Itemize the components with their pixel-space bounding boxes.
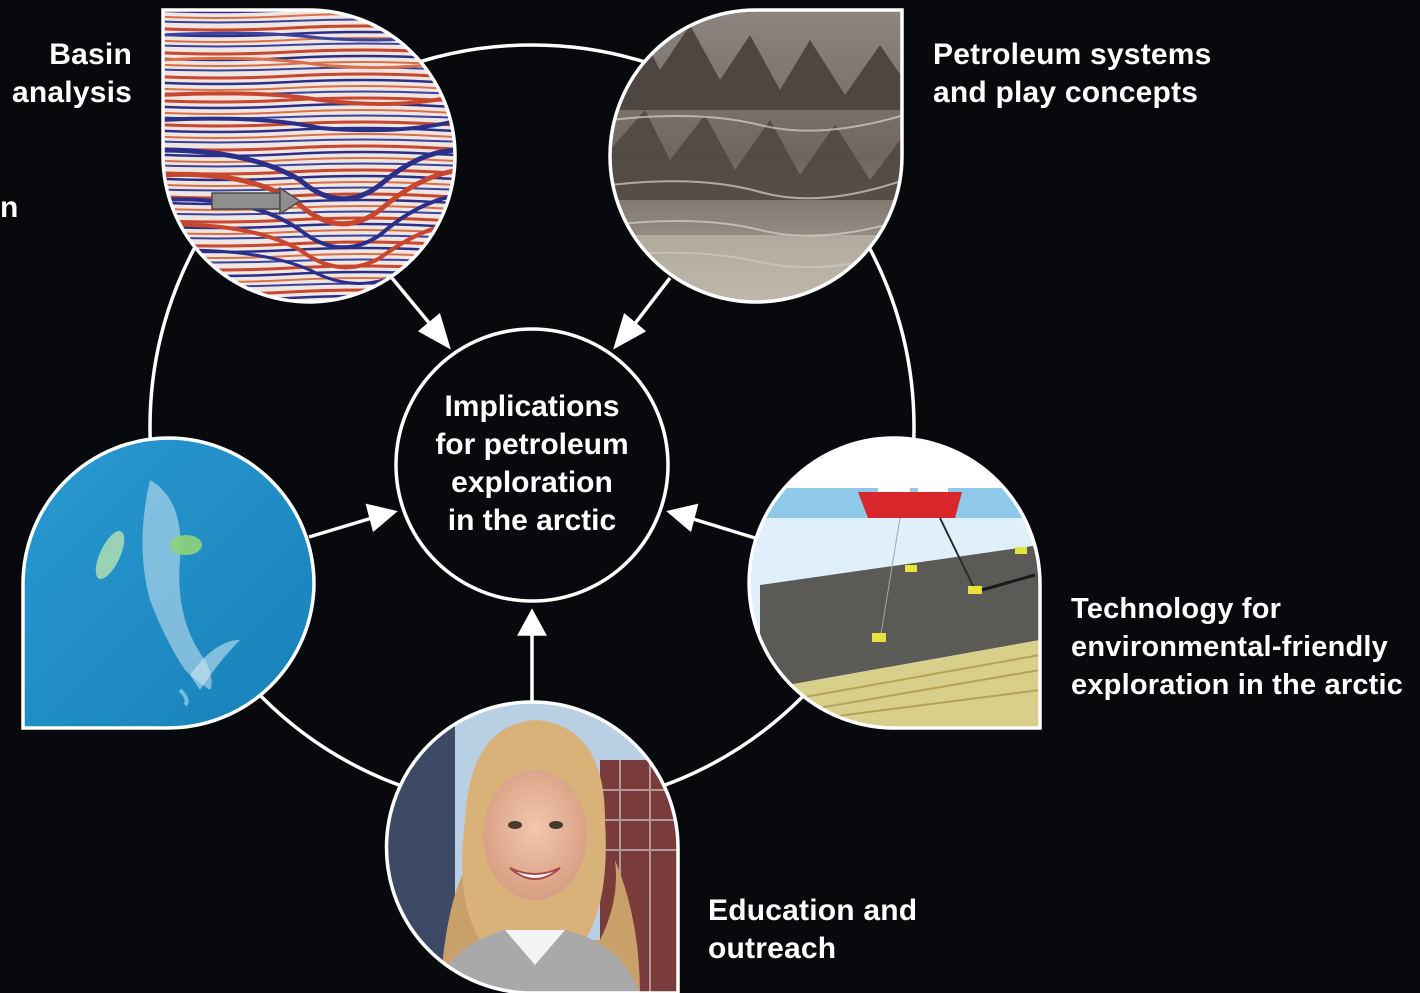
environment-frame [21,436,316,730]
arrow-technology-line [689,516,756,540]
basin-analysis-label: Basin analysis [12,38,133,109]
seismic-section-image [163,9,455,302]
technology-frame [747,436,1042,730]
petroleum-frame [608,8,904,304]
arrow-basin-head [417,312,451,350]
center-label: Implications for petroleum exploration i… [435,390,629,537]
petroleum-systems-label: Petroleum systems and play concepts [933,38,1212,109]
ship-icon [858,466,962,518]
arrow-petroleum-head [613,312,647,350]
arrow-environment-head [365,503,398,533]
arrow-petroleum-line [628,276,672,332]
arrow-education-head [517,608,547,636]
arrow-technology-head [666,503,699,533]
arrows [308,276,756,703]
whale-in-water-image [22,438,314,728]
cropped-text-fragment: n [0,191,19,224]
sensor-node [968,586,982,594]
arrow-basin-line [390,276,437,332]
sensor-node [905,565,917,572]
technology-label: Technology for environmental-friendly ex… [1071,593,1404,701]
layered-rock-outcrop-image [610,10,902,302]
center-circle [394,327,670,603]
sensor-node [872,633,886,642]
sensor-node [1015,547,1027,554]
basin-frame [161,8,457,304]
arrow-environment-line [308,516,373,539]
education-frame [384,700,680,993]
pointer-arrow-icon [211,186,302,216]
education-outreach-label: Education and outreach [708,894,918,965]
